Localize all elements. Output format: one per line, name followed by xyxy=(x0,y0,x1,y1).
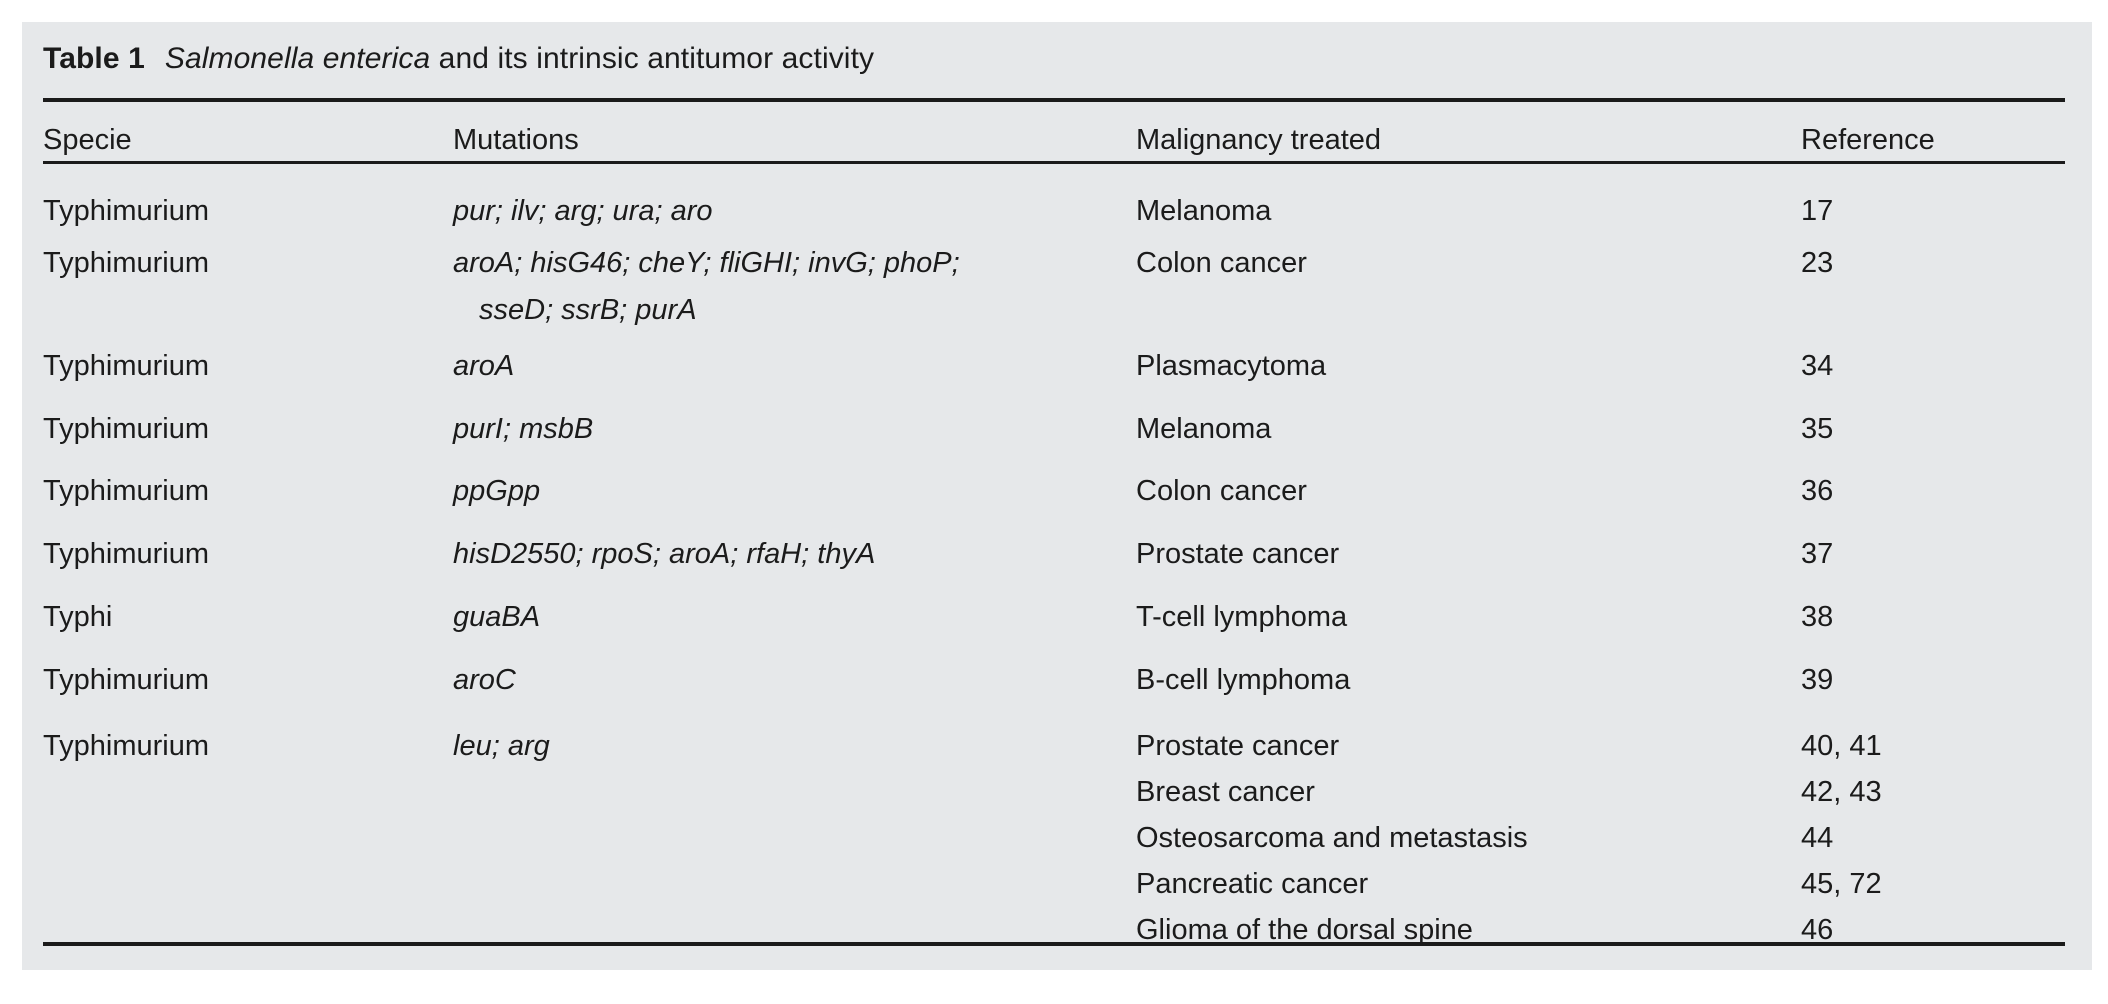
table-row: Typhimurium xyxy=(43,413,209,445)
table-row: Typhimurium xyxy=(43,664,209,696)
table-row: Typhimurium xyxy=(43,730,209,762)
column-header-reference: Reference xyxy=(1801,124,1935,156)
rule-top xyxy=(43,98,2065,102)
table-row: Typhimurium xyxy=(43,247,209,279)
table-row: Prostate cancer xyxy=(1136,730,1340,762)
table-row: sseD; ssrB; purA xyxy=(479,294,697,326)
table-caption: Table 1 Salmonella enterica and its intri… xyxy=(43,42,874,76)
table-row: Typhimurium xyxy=(43,195,209,227)
table-row: Glioma of the dorsal spine xyxy=(1136,914,1473,946)
table-row: Osteosarcoma and metastasis xyxy=(1136,822,1528,854)
table-row: Typhimurium xyxy=(43,475,209,507)
table-row: Prostate cancer xyxy=(1136,538,1340,570)
table-panel: Table 1 Salmonella enterica and its intri… xyxy=(22,22,2092,970)
table-row: 37 xyxy=(1801,538,1834,570)
table-row: 42, 43 xyxy=(1801,776,1882,808)
table-row: 40, 41 xyxy=(1801,730,1882,762)
table-row: 35 xyxy=(1801,413,1834,445)
table-row: 45, 72 xyxy=(1801,868,1882,900)
table-row: 36 xyxy=(1801,475,1834,507)
column-header-specie: Specie xyxy=(43,124,132,156)
table-row: Plasmacytoma xyxy=(1136,350,1327,382)
table-row: 46 xyxy=(1801,914,1834,946)
table-row: Colon cancer xyxy=(1136,475,1307,507)
table-row: B-cell lymphoma xyxy=(1136,664,1351,696)
column-header-mutations: Mutations xyxy=(453,124,579,156)
table-row: aroA; hisG46; cheY; fliGHI; invG; phoP; xyxy=(453,247,960,279)
table-row: Typhi xyxy=(43,601,113,633)
table-row: T-cell lymphoma xyxy=(1136,601,1348,633)
table-row: 23 xyxy=(1801,247,1834,279)
table-row: aroC xyxy=(453,664,516,696)
table-row: pur; ilv; arg; ura; aro xyxy=(453,195,713,227)
table-row: Typhimurium xyxy=(43,538,209,570)
table-row: 34 xyxy=(1801,350,1834,382)
table-row: 44 xyxy=(1801,822,1834,854)
table-row: 38 xyxy=(1801,601,1834,633)
table-row: 17 xyxy=(1801,195,1834,227)
table-row: Breast cancer xyxy=(1136,776,1315,808)
table-row: ppGpp xyxy=(453,475,541,507)
rule-bottom xyxy=(43,942,2065,946)
rule-header-bottom xyxy=(43,161,2065,164)
table-row: Colon cancer xyxy=(1136,247,1307,279)
table-row: Melanoma xyxy=(1136,195,1272,227)
table-row: leu; arg xyxy=(453,730,550,762)
table-caption-rest: and its intrinsic antitumor activity xyxy=(430,42,875,75)
table-caption-number: Table 1 xyxy=(43,42,145,75)
table-row: guaBA xyxy=(453,601,541,633)
table-row: Pancreatic cancer xyxy=(1136,868,1369,900)
table-row: aroA xyxy=(453,350,515,382)
table-row: Typhimurium xyxy=(43,350,209,382)
table-row: Melanoma xyxy=(1136,413,1272,445)
table-row: 39 xyxy=(1801,664,1834,696)
table-caption-species: Salmonella enterica xyxy=(164,42,431,75)
column-header-malignancy: Malignancy treated xyxy=(1136,124,1382,156)
table-row: purI; msbB xyxy=(453,413,594,445)
table-row: hisD2550; rpoS; aroA; rfaH; thyA xyxy=(453,538,876,570)
